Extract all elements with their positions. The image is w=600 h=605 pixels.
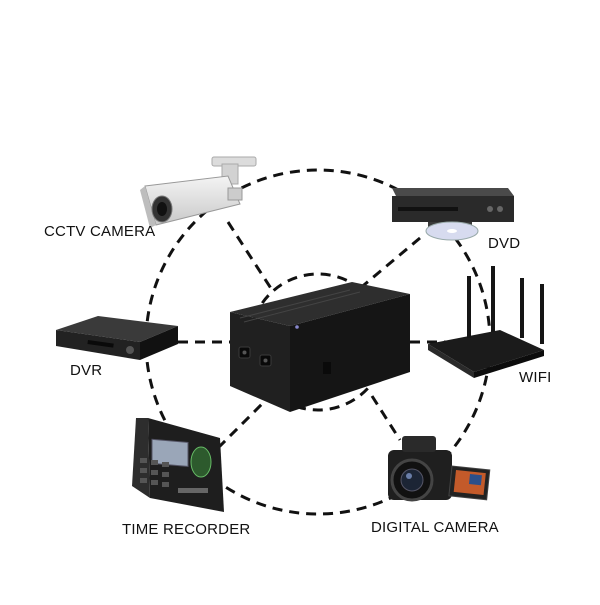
time-recorder-icon (132, 418, 224, 512)
label-cctv-camera: CCTV CAMERA (44, 223, 156, 240)
label-time-recorder: TIME RECORDER (122, 521, 251, 538)
label-dvr: DVR (70, 362, 103, 379)
label-dvd: DVD (488, 235, 521, 252)
wifi-router-icon (428, 266, 544, 378)
cctv-camera-icon (140, 156, 257, 228)
digital-camera-icon (388, 436, 491, 502)
link-cctv (226, 221, 274, 291)
link-camera (370, 395, 402, 441)
dvr-recorder-icon (56, 316, 178, 360)
link-dvd (357, 236, 421, 292)
label-digital-camera: DIGITAL CAMERA (371, 519, 499, 536)
ups-power-box-icon (230, 282, 410, 412)
dvd-player-icon (392, 188, 514, 241)
label-wifi: WIFI (519, 369, 552, 386)
link-time (216, 396, 270, 450)
